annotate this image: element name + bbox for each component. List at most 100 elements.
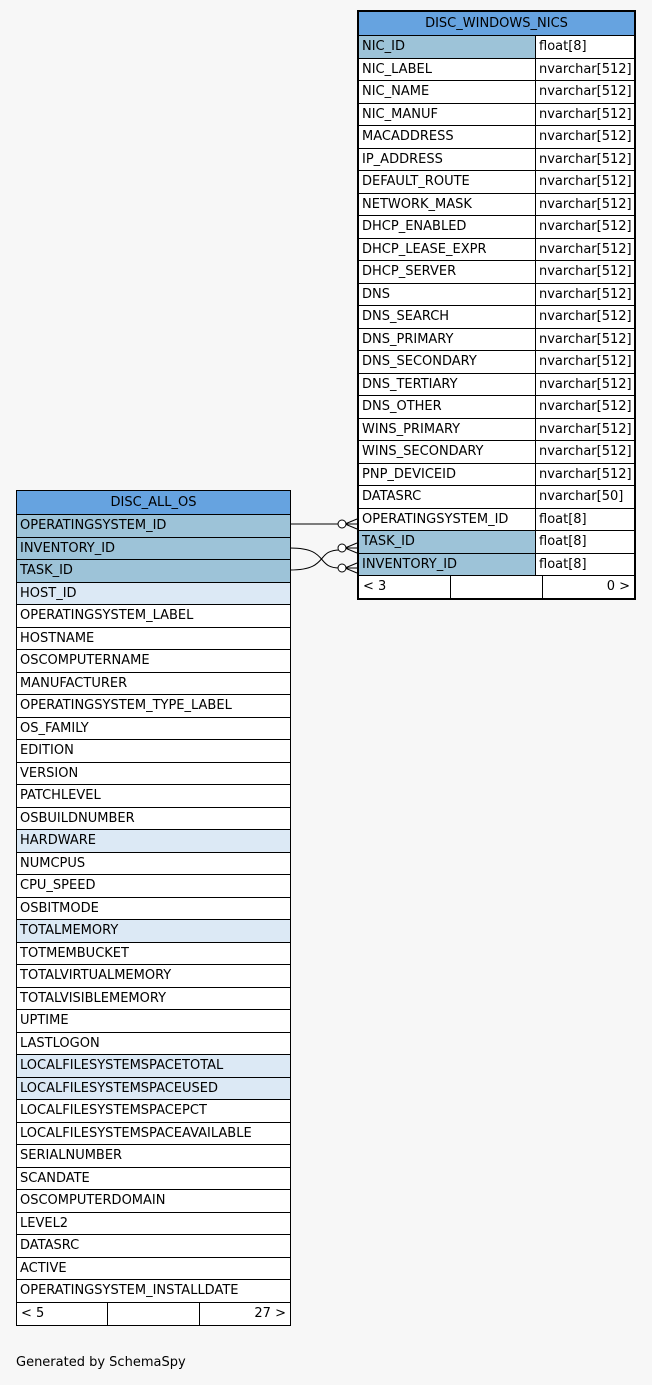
column-type: nvarchar[512] — [535, 261, 634, 283]
table-row[interactable]: LASTLOGON — [17, 1032, 290, 1055]
column-name: OSCOMPUTERNAME — [20, 653, 150, 668]
link-inventory-id — [289, 549, 341, 571]
column-type: nvarchar[50] — [535, 486, 634, 508]
table-row[interactable]: OSBUILDNUMBER — [17, 807, 290, 830]
table-row[interactable]: TOTMEMBUCKET — [17, 942, 290, 965]
footer-middle — [450, 576, 542, 598]
table-row[interactable]: OSBITMODE — [17, 897, 290, 920]
table-row[interactable]: HOST_ID — [17, 582, 290, 605]
column-name: DHCP_SERVER — [362, 264, 457, 279]
table-row[interactable]: VERSION — [17, 762, 290, 785]
column-name: OS_FAMILY — [20, 720, 89, 736]
table-row[interactable]: OSCOMPUTERDOMAIN — [17, 1190, 290, 1213]
column-type: nvarchar[512] — [535, 418, 634, 440]
column-name: DNS_PRIMARY — [362, 331, 454, 347]
table-row[interactable]: UPTIME — [17, 1010, 290, 1033]
optional-marker — [337, 563, 347, 573]
column-name: OSCOMPUTERDOMAIN — [20, 1193, 166, 1208]
column-name: TASK_ID — [20, 563, 73, 578]
table-row[interactable]: OPERATINGSYSTEM_TYPE_LABEL — [17, 695, 290, 718]
column-name: LASTLOGON — [20, 1035, 100, 1051]
table-row[interactable]: TASK_ID — [17, 560, 290, 583]
table-row[interactable]: INVENTORY_ID — [17, 537, 290, 560]
table-row[interactable]: LEVEL2 — [17, 1212, 290, 1235]
table-row[interactable]: NUMCPUS — [17, 852, 290, 875]
table-row[interactable]: DHCP_SERVER nvarchar[512] — [359, 261, 634, 284]
crowfoot-2 — [344, 542, 358, 554]
table-row[interactable]: LOCALFILESYSTEMSPACEUSED — [17, 1077, 290, 1100]
column-name: LEVEL2 — [20, 1215, 69, 1231]
table-title: DISC_ALL_OS — [17, 491, 290, 515]
crowfoot-3 — [344, 562, 358, 574]
column-name: OPERATINGSYSTEM_LABEL — [20, 608, 194, 623]
children-count[interactable]: 0 > — [542, 576, 634, 598]
parents-count[interactable]: < 5 — [21, 1305, 45, 1321]
table-row[interactable]: OS_FAMILY — [17, 717, 290, 740]
table-row[interactable]: OPERATINGSYSTEM_LABEL — [17, 605, 290, 628]
column-type: nvarchar[512] — [535, 171, 634, 193]
table-row[interactable]: LOCALFILESYSTEMSPACETOTAL — [17, 1055, 290, 1078]
column-name: CPU_SPEED — [20, 878, 96, 893]
parents-count[interactable]: < 3 — [363, 579, 387, 594]
table-row[interactable]: OPERATINGSYSTEM_ID — [17, 515, 290, 538]
column-name: OPERATINGSYSTEM_INSTALLDATE — [20, 1283, 239, 1298]
column-type: nvarchar[512] — [535, 148, 634, 170]
column-type: nvarchar[512] — [535, 126, 634, 148]
table-row[interactable]: CPU_SPEED — [17, 875, 290, 898]
column-name: DHCP_ENABLED — [362, 219, 467, 234]
table-row[interactable]: OSCOMPUTERNAME — [17, 650, 290, 673]
column-name: DNS_SEARCH — [362, 309, 450, 324]
column-name: NIC_MANUF — [362, 106, 438, 122]
table-row[interactable]: DATASRC — [17, 1235, 290, 1258]
column-name: OSBUILDNUMBER — [20, 810, 135, 826]
table-row[interactable]: PATCHLEVEL — [17, 785, 290, 808]
column-name: MACADDRESS — [362, 129, 454, 144]
table-row[interactable]: TOTALVIRTUALMEMORY — [17, 965, 290, 988]
table-row[interactable]: LOCALFILESYSTEMSPACEAVAILABLE — [17, 1122, 290, 1145]
table-row[interactable]: OPERATINGSYSTEM_INSTALLDATE — [17, 1280, 290, 1303]
table-row[interactable]: ACTIVE — [17, 1257, 290, 1280]
table-row[interactable]: LOCALFILESYSTEMSPACEPCT — [17, 1100, 290, 1123]
column-name: DNS_SECONDARY — [362, 354, 477, 369]
table-row[interactable]: MANUFACTURER — [17, 672, 290, 695]
column-type: nvarchar[512] — [535, 81, 634, 103]
column-name: DNS_OTHER — [362, 399, 442, 414]
table-row[interactable]: HARDWARE — [17, 830, 290, 853]
column-name: TOTALMEMORY — [20, 923, 119, 938]
table-row[interactable]: HOSTNAME — [17, 627, 290, 650]
table-row[interactable]: MACADDRESS nvarchar[512] — [359, 126, 634, 149]
table-row[interactable]: SERIALNUMBER — [17, 1145, 290, 1168]
children-count[interactable]: 27 > — [198, 1302, 290, 1325]
column-name: LOCALFILESYSTEMSPACETOTAL — [20, 1058, 224, 1073]
table-row[interactable]: TOTALMEMORY — [17, 920, 290, 943]
column-type: nvarchar[512] — [535, 283, 634, 305]
table-row[interactable]: SCANDATE — [17, 1167, 290, 1190]
table-row[interactable]: TOTALVISIBLEMEMORY — [17, 987, 290, 1010]
table-row[interactable]: EDITION — [17, 740, 290, 763]
